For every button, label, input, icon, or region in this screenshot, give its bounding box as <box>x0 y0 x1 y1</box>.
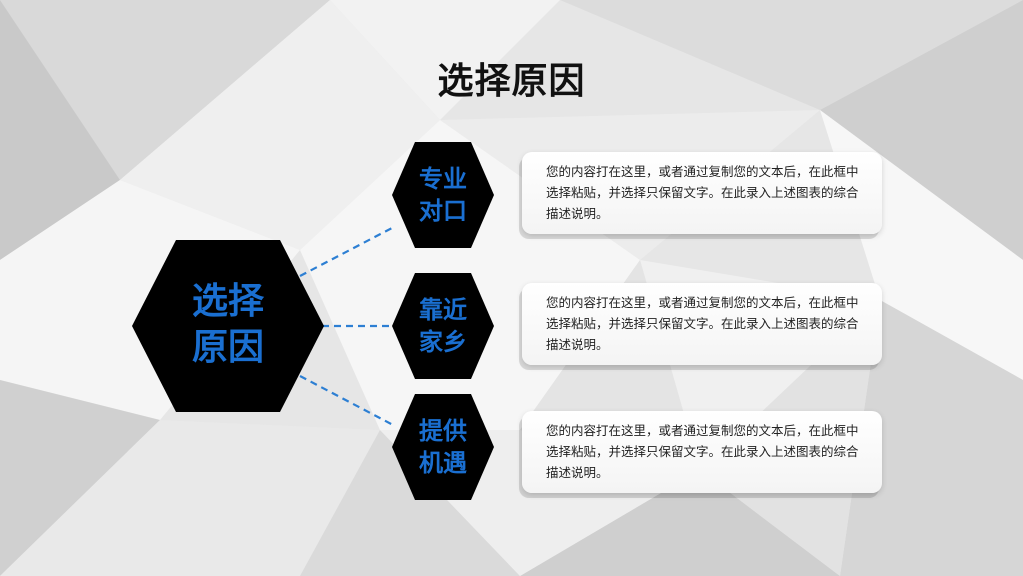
item-label-3-line1: 提供 <box>419 417 467 445</box>
description-card-1: 您的内容打在这里，或者通过复制您的文本后，在此框中选择粘贴，并选择只保留文字。在… <box>522 152 882 234</box>
item-label-1-line2: 对口 <box>419 197 467 225</box>
item-label-2-line2: 家乡 <box>419 328 467 356</box>
item-label-1: 专业 对口 <box>403 155 483 235</box>
connector-line-1 <box>299 227 393 277</box>
item-label-2-line1: 靠近 <box>419 296 467 324</box>
description-text-2: 您的内容打在这里，或者通过复制您的文本后，在此框中选择粘贴，并选择只保留文字。在… <box>546 295 859 352</box>
center-label: 选择 原因 <box>140 270 316 380</box>
item-label-2: 靠近 家乡 <box>403 286 483 366</box>
item-label-3: 提供 机遇 <box>403 407 483 487</box>
item-label-1-line1: 专业 <box>419 165 467 193</box>
item-hexagon-2 <box>392 273 494 379</box>
center-label-line2: 原因 <box>191 327 264 368</box>
center-hexagon <box>132 240 324 412</box>
page-title: 选择原因 <box>437 61 586 102</box>
item-label-3-line2: 机遇 <box>419 449 467 477</box>
description-card-3: 您的内容打在这里，或者通过复制您的文本后，在此框中选择粘贴，并选择只保留文字。在… <box>522 411 882 493</box>
center-label-line1: 选择 <box>191 281 264 322</box>
connector-line-3 <box>299 375 396 427</box>
description-text-1: 您的内容打在这里，或者通过复制您的文本后，在此框中选择粘贴，并选择只保留文字。在… <box>546 164 859 221</box>
item-hexagon-3 <box>392 394 494 500</box>
item-hexagon-1 <box>392 142 494 248</box>
description-card-2: 您的内容打在这里，或者通过复制您的文本后，在此框中选择粘贴，并选择只保留文字。在… <box>522 283 882 365</box>
description-text-3: 您的内容打在这里，或者通过复制您的文本后，在此框中选择粘贴，并选择只保留文字。在… <box>546 423 859 480</box>
